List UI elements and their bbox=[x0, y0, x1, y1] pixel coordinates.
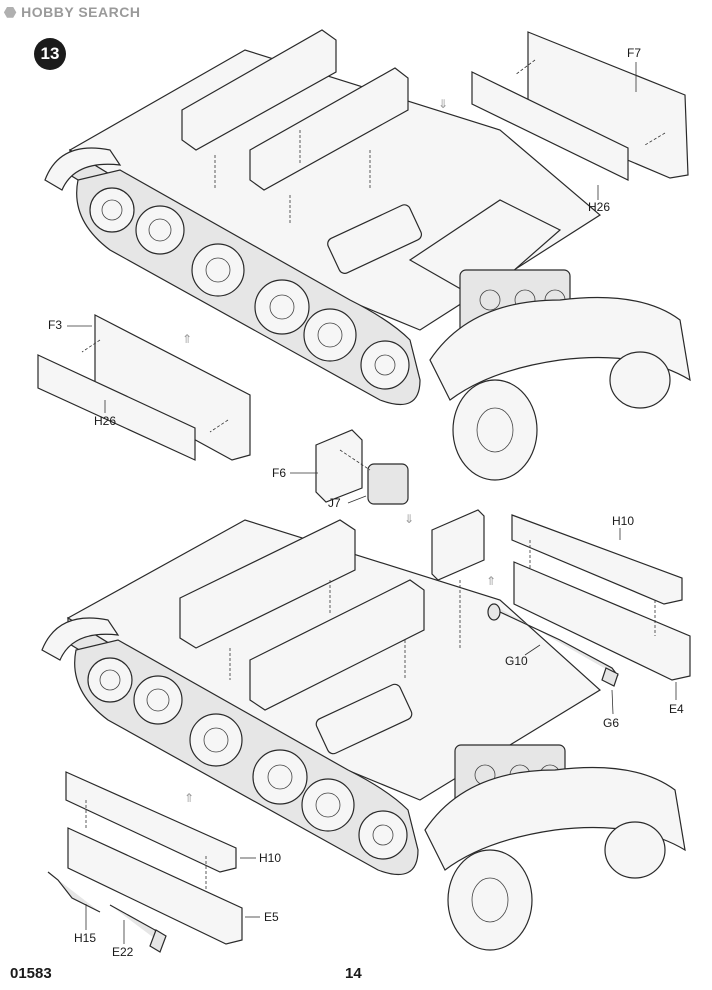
storage-box-1 bbox=[179, 519, 356, 649]
bottom-road-wheels bbox=[87, 657, 408, 860]
bottom-storage-boxes bbox=[179, 509, 485, 711]
part-f7-h26-assembly bbox=[471, 31, 689, 200]
part-j7-cushion bbox=[367, 463, 409, 505]
bottom-front-fender bbox=[424, 766, 686, 871]
label-h10-top: H10 bbox=[612, 514, 635, 528]
top-seat-back-panel-1 bbox=[181, 29, 337, 151]
product-code: 01583 bbox=[10, 965, 52, 982]
step-number-badge: 13 bbox=[34, 38, 66, 70]
watermark-logo: ⬣ bbox=[4, 4, 17, 20]
svg-text:⇑: ⇑ bbox=[182, 332, 192, 346]
page-number: 14 bbox=[345, 965, 362, 982]
top-front-wheel-far bbox=[609, 351, 671, 409]
part-h10-e4-assembly bbox=[487, 514, 691, 715]
svg-text:⇑: ⇑ bbox=[184, 791, 194, 805]
top-road-wheels bbox=[89, 187, 410, 390]
label-f3: F3 bbox=[48, 318, 63, 332]
part-f3-h26-assembly bbox=[37, 314, 251, 461]
label-g10: G10 bbox=[505, 654, 528, 668]
label-f6: F6 bbox=[272, 466, 287, 480]
part-h26-panel-top bbox=[471, 71, 629, 181]
bottom-seat bbox=[315, 683, 413, 755]
part-h10-lid-top bbox=[511, 514, 683, 605]
label-h26-top: H26 bbox=[588, 200, 611, 214]
part-h10-lid-bottom bbox=[65, 771, 237, 873]
label-e22: E22 bbox=[112, 945, 134, 959]
label-h15: H15 bbox=[74, 931, 97, 945]
top-front-wheel bbox=[452, 379, 538, 481]
top-rear-fender bbox=[44, 147, 122, 191]
label-e5: E5 bbox=[264, 910, 279, 924]
top-seat-panels bbox=[181, 29, 409, 225]
part-f6-bracket bbox=[315, 429, 363, 503]
part-e4-box bbox=[513, 561, 691, 681]
part-g6-head bbox=[601, 667, 619, 687]
seat-back-cushion bbox=[431, 509, 485, 581]
direction-hints: ⇓ ⇑ ⇓ ⇑ ⇑ bbox=[182, 97, 496, 805]
bottom-front-wheel bbox=[447, 849, 533, 951]
label-e4: E4 bbox=[669, 702, 684, 716]
label-h10-bottom: H10 bbox=[259, 851, 282, 865]
part-e5-box bbox=[67, 827, 243, 945]
label-h26-left: H26 bbox=[94, 414, 117, 428]
top-seat-area bbox=[408, 199, 562, 301]
top-seat-back-panel-2 bbox=[249, 67, 409, 191]
part-f6-j7-assembly bbox=[290, 429, 409, 505]
label-j7: J7 bbox=[328, 496, 341, 510]
label-f7: F7 bbox=[627, 46, 642, 60]
part-h26-panel-left bbox=[37, 354, 196, 461]
label-g6: G6 bbox=[603, 716, 620, 730]
watermark: ⬣ HOBBY SEARCH bbox=[4, 4, 140, 21]
watermark-text: HOBBY SEARCH bbox=[21, 4, 141, 20]
svg-text:⇑: ⇑ bbox=[486, 574, 496, 588]
storage-box-2 bbox=[249, 579, 425, 711]
top-front-fender bbox=[429, 296, 691, 401]
svg-text:⇓: ⇓ bbox=[404, 512, 414, 526]
bottom-rear-fender bbox=[41, 617, 120, 661]
svg-text:⇓: ⇓ bbox=[438, 97, 448, 111]
bottom-front-wheel-far bbox=[604, 821, 666, 879]
top-seat bbox=[327, 204, 423, 274]
part-h10-e5-assembly bbox=[47, 771, 260, 953]
part-f3-panel bbox=[94, 314, 251, 461]
